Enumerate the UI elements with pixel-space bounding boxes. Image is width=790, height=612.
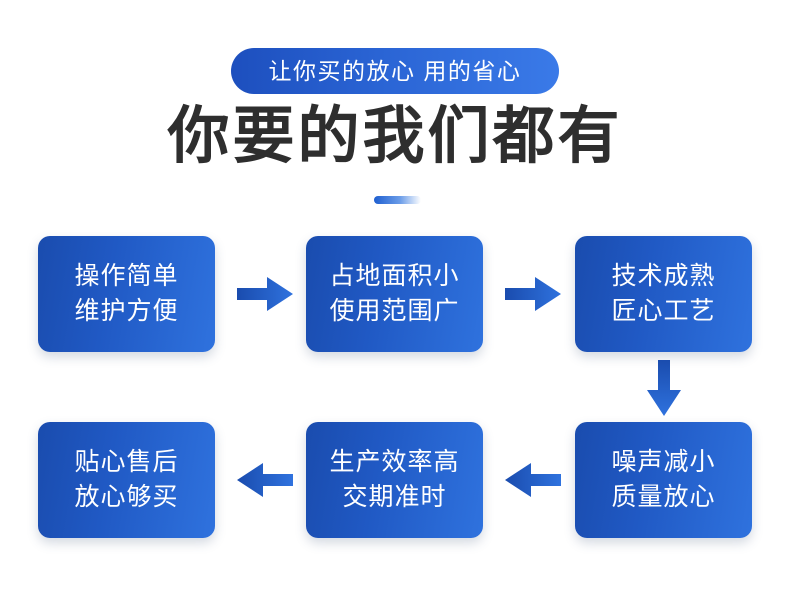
flow-box-6-line1: 贴心售后 [74,447,179,476]
flow-box-5: 生产效率高 交期准时 [306,422,483,538]
tagline-badge: 让你买的放心 用的省心 [231,48,559,94]
flow-box-4-line2: 质量放心 [611,483,716,511]
flow-box-3-line1: 技术成熟 [611,261,716,290]
tagline-badge-text: 让你买的放心 用的省心 [268,57,522,84]
flow-box-4-line1: 噪声减小 [611,447,716,476]
flow-box-3-line2: 匠心工艺 [611,297,716,325]
flow-box-3: 技术成熟 匠心工艺 [575,236,752,352]
flow-box-1-line1: 操作简单 [74,261,179,290]
arrow-right-icon [237,277,293,311]
flow-box-1-line2: 维护方便 [74,297,179,325]
flow-box-6: 贴心售后 放心够买 [38,422,215,538]
arrow-left-icon [505,463,561,497]
flow-box-2: 占地面积小 使用范围广 [306,236,483,352]
flow-box-2-line2: 使用范围广 [329,297,460,325]
flow-box-5-line2: 交期准时 [342,483,447,511]
arrow-left-icon [237,463,293,497]
flow-box-4: 噪声减小 质量放心 [575,422,752,538]
page-title: 你要的我们都有 [167,102,623,171]
arrow-down-icon [647,360,681,416]
flow-box-5-line1: 生产效率高 [329,447,460,476]
flow-box-2-line1: 占地面积小 [329,261,460,290]
flow-box-6-line2: 放心够买 [74,483,179,511]
arrow-right-icon [505,277,561,311]
flow-box-1: 操作简单 维护方便 [38,236,215,352]
accent-underline [374,196,421,204]
